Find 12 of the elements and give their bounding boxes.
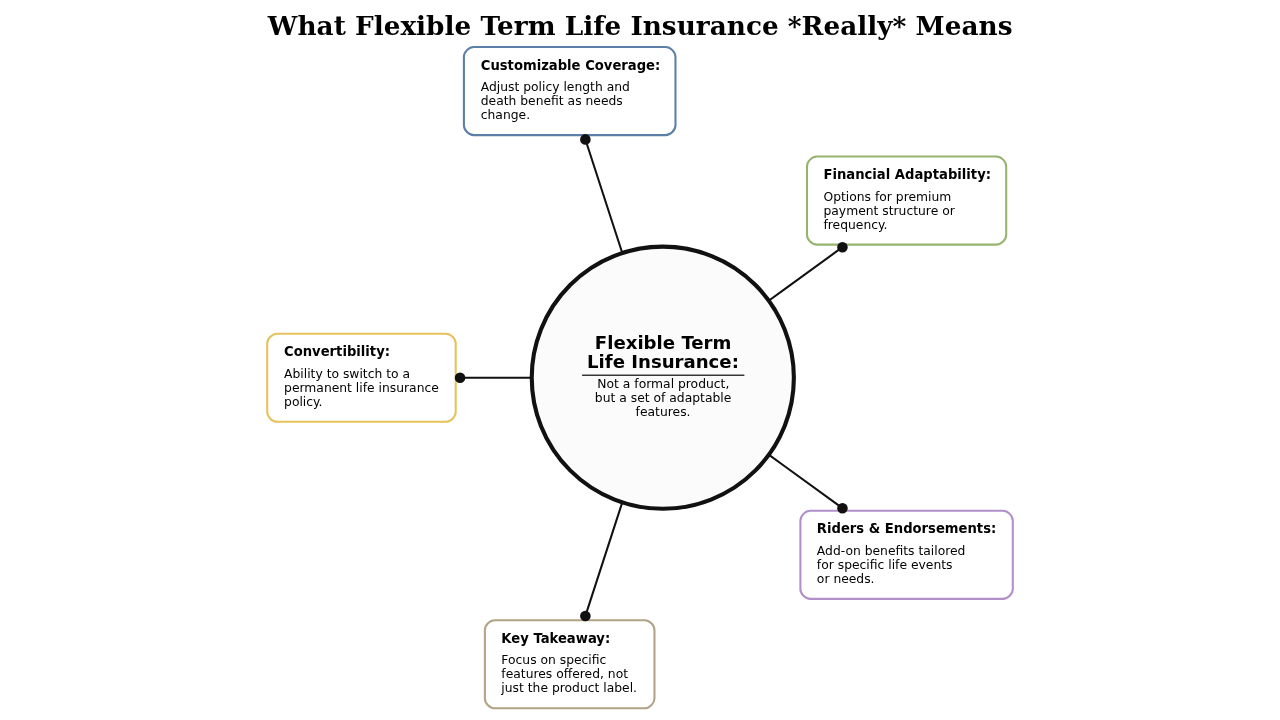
- node-box: Riders & Endorsements: Add-on benefits tailored for specific life events or needs.: [799, 509, 1014, 600]
- connector: [768, 454, 848, 514]
- diagram-title: What Flexible Term Life Insurance *Really* Means: [267, 10, 1013, 42]
- connector: [454, 372, 532, 383]
- node-box: Customizable Coverage: Adjust policy length and death benefit as needs change.: [462, 46, 677, 137]
- node-box: Financial Adaptability: Options for premium payment structure or frequency.: [805, 155, 1008, 246]
- connector: [580, 134, 624, 254]
- node-box: Convertibility: Ability to switch to a permanent life insurance policy.: [266, 332, 457, 423]
- connector: [580, 502, 624, 622]
- node-box: Key Takeaway: Focus on specific features offered, not just the product label.: [483, 619, 656, 710]
- node-circle: Flexible Term Life Insurance: Not a formal product, but a set of adaptable features.: [529, 244, 796, 511]
- connector: [768, 241, 848, 302]
